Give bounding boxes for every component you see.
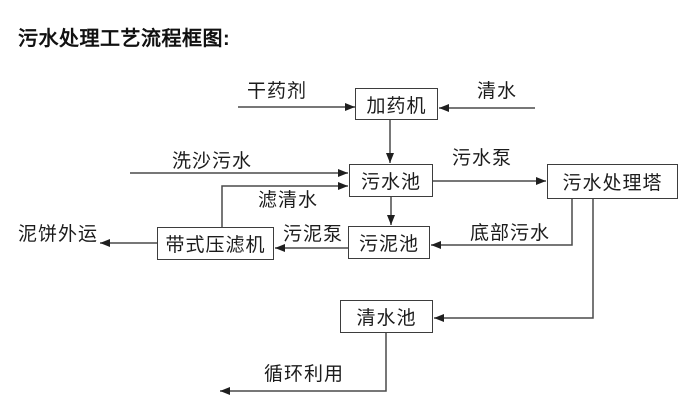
edge-recycling-out <box>220 333 387 395</box>
label-dry-chemical: 干药剂 <box>247 81 308 102</box>
label-recycling: 循环利用 <box>264 364 345 385</box>
label-clean-water-in: 清水 <box>477 81 518 102</box>
node-sewage-pool: 污水池 <box>349 164 433 197</box>
node-treatment-tower: 污水处理塔 <box>547 164 678 199</box>
label-mud-cake-out: 泥饼外运 <box>18 224 99 245</box>
label-bottom-sewage: 底部污水 <box>470 223 551 244</box>
diagram-title: 污水处理工艺流程框图: <box>18 28 231 50</box>
node-clean-water-pool: 清水池 <box>340 300 433 333</box>
node-belt-filter-press: 带式压滤机 <box>157 227 274 260</box>
label-sewage-pump: 污水泵 <box>452 148 513 169</box>
label-filtered-water: 滤清水 <box>258 190 319 211</box>
node-dosing-machine: 加药机 <box>355 88 438 120</box>
edge-tower-to-clean-pool <box>434 199 594 322</box>
label-sludge-pump: 污泥泵 <box>283 224 344 245</box>
node-sludge-pool: 污泥池 <box>348 226 430 259</box>
label-sand-washing-sewage: 洗沙污水 <box>172 151 253 172</box>
edge-bottom-sewage-to-sludge-pool <box>431 199 573 249</box>
edge-filtered-water-to-sewage-pool <box>221 182 348 227</box>
